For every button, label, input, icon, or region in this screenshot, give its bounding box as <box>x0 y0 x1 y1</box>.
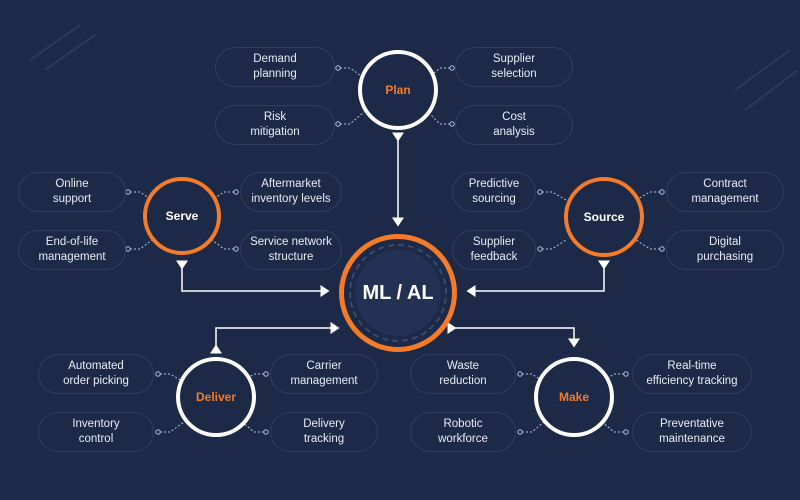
arrow-deliver <box>210 322 340 354</box>
source-item-digital-purchasing: Digital purchasing <box>666 230 784 270</box>
hub-source: Source <box>564 177 644 257</box>
decorative-line <box>734 49 791 91</box>
plan-item-demand-planning: Demand planning <box>215 47 335 87</box>
arrow-source <box>466 260 610 297</box>
decorative-line <box>29 24 81 61</box>
decorative-line <box>44 34 96 71</box>
make-item-preventative-maintenance: Preventative maintenance <box>632 412 752 452</box>
plan-item-cost-analysis: Cost analysis <box>455 105 573 145</box>
serve-item-service-network: Service network structure <box>240 230 342 270</box>
make-item-real-time-efficiency: Real-time efficiency tracking <box>632 354 752 394</box>
hub-deliver: Deliver <box>176 357 256 437</box>
make-item-robotic-workforce: Robotic workforce <box>410 412 516 452</box>
hub-make: Make <box>534 357 614 437</box>
serve-item-aftermarket-inventory: Aftermarket inventory levels <box>240 172 342 212</box>
center-node-dashed-ring <box>349 244 447 342</box>
deliver-item-inventory-control: Inventory control <box>38 412 154 452</box>
serve-item-end-of-life: End-of-life management <box>18 230 126 270</box>
source-item-contract-management: Contract management <box>666 172 784 212</box>
source-item-predictive-sourcing: Predictive sourcing <box>452 172 536 212</box>
make-item-waste-reduction: Waste reduction <box>410 354 516 394</box>
deliver-item-delivery-tracking: Delivery tracking <box>270 412 378 452</box>
center-node-label: ML / AL <box>355 250 441 336</box>
decorative-line <box>744 69 799 111</box>
hub-plan: Plan <box>358 50 438 130</box>
plan-item-risk-mitigation: Risk mitigation <box>215 105 335 145</box>
source-item-supplier-feedback: Supplier feedback <box>452 230 536 270</box>
deliver-item-carrier-management: Carrier management <box>270 354 378 394</box>
serve-item-online-support: Online support <box>18 172 126 212</box>
deliver-item-automated-order-picking: Automated order picking <box>38 354 154 394</box>
arrow-make <box>447 322 580 348</box>
hub-serve: Serve <box>143 177 221 255</box>
arrow-serve <box>176 260 330 297</box>
plan-item-supplier-selection: Supplier selection <box>455 47 573 87</box>
